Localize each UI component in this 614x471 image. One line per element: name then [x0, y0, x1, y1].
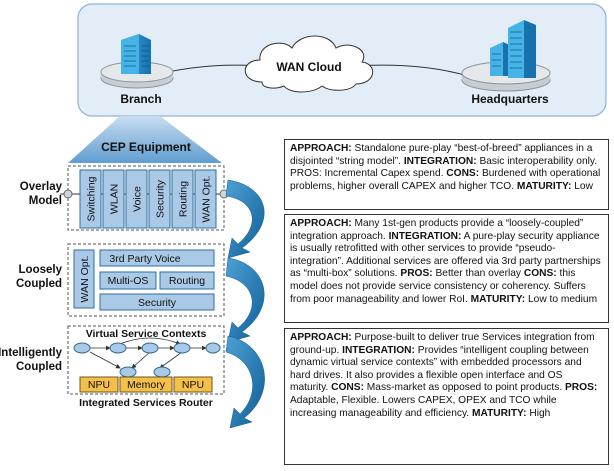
description-text: Low to medium	[525, 293, 598, 305]
description-keyword: MATURITY:	[516, 180, 572, 192]
description-keyword: CONS:	[331, 382, 364, 394]
headquarters-icon	[461, 20, 551, 92]
overlay-module-label: WAN Opt.	[201, 176, 213, 223]
overlay-modules: Switching WLAN Voice Security Routing WAN Opt…	[79, 169, 217, 229]
description-keyword: APPROACH:	[290, 332, 352, 343]
overlay-module-box	[102, 169, 125, 229]
vsc-nodes	[73, 342, 221, 378]
description-text: Mass-market as opposed to point products…	[363, 382, 565, 394]
description-keyword: CONS:	[446, 168, 480, 180]
intelligent-description: APPROACH: Purpose-built to deliver true …	[284, 328, 609, 465]
loosely-label-line2: Coupled	[16, 278, 62, 290]
npu-left-label: NPU	[88, 379, 110, 391]
overlay-module-label: Security	[155, 179, 167, 218]
loosely-module-routing	[159, 271, 215, 290]
loosely-module-multios-label: Multi-OS	[108, 275, 149, 287]
description-keyword: CONS:	[523, 268, 557, 280]
overlay-label-line1: Overlay	[20, 181, 63, 193]
loosely-module-wanopt	[73, 249, 95, 309]
description-keyword: MATURITY:	[471, 407, 527, 419]
loosely-module-routing-label: Routing	[169, 275, 205, 287]
vsc-title: Virtual Service Contexts	[86, 328, 207, 340]
description-text: Provides “intelligent coupling between d…	[290, 344, 589, 394]
description-text: Standalone pure-play “best-of-breed” app…	[290, 143, 593, 167]
description-text: Many 1st-gen products provide a “loosely…	[290, 218, 584, 242]
description-text: Better than overlay	[432, 268, 524, 280]
isr-caption: Integrated Services Router	[79, 397, 213, 409]
description-keyword: INTEGRATION:	[403, 155, 477, 167]
overlay-module-box	[125, 169, 148, 229]
overlay-description: APPROACH: Standalone pure-play “best-of-…	[284, 139, 609, 210]
memory-label: Memory	[127, 379, 166, 391]
overlay-module-box	[79, 169, 102, 229]
description-keyword: INTEGRATION:	[342, 344, 415, 356]
arrow-loose-to-intelligent	[225, 257, 265, 343]
description-text: Burdened with operational problems, high…	[290, 168, 601, 192]
cep-funnel	[68, 116, 222, 163]
description-keyword: APPROACH:	[290, 143, 352, 154]
description-text: Purpose-built to deliver true Services i…	[290, 332, 595, 356]
npu-right	[173, 376, 213, 393]
loosely-module-security-label: Security	[138, 297, 177, 309]
wan-cloud-label: WAN Cloud	[276, 60, 341, 74]
description-keyword: PROS:	[565, 382, 598, 394]
description-text: A pure-play security appliance is usuall…	[290, 230, 601, 280]
npu-left	[79, 376, 119, 393]
overlay-module-label: Switching	[86, 176, 98, 221]
arrow-overlay-to-loose	[225, 179, 265, 259]
wan-cloud-icon	[244, 35, 373, 93]
loosely-module-security	[99, 293, 215, 311]
overlay-module-label: Routing	[178, 181, 190, 217]
overlay-label-line2: Model	[29, 195, 62, 207]
loosely-description: APPROACH: Many 1st-gen products provide …	[284, 214, 609, 323]
overlay-module-label: Voice	[132, 186, 144, 212]
branch-icon	[100, 34, 174, 89]
description-keyword: APPROACH:	[290, 218, 352, 229]
vsc-links	[89, 337, 207, 369]
overlay-module-box	[171, 169, 194, 229]
intelligent-label-line1: Intelligently	[0, 347, 63, 359]
headquarters-label: Headquarters	[471, 92, 549, 106]
memory-block	[119, 376, 173, 393]
description-text: Adaptable, Flexible. Lowers CAPEX, OPEX …	[290, 394, 557, 419]
description-keyword: MATURITY:	[470, 293, 526, 305]
description-text: this model does not provide service cons…	[290, 268, 586, 305]
overlay-module-box	[148, 169, 171, 229]
loosely-module-voice-label: 3rd Party Voice	[109, 253, 180, 265]
description-text: Low	[571, 180, 593, 192]
description-keyword: PROS:	[400, 268, 433, 280]
npu-right-label: NPU	[182, 379, 204, 391]
intelligent-label-line2: Coupled	[16, 361, 62, 373]
cep-title: CEP Equipment	[101, 140, 191, 154]
overlay-module-box	[194, 169, 217, 229]
description-text: High	[526, 407, 551, 419]
branch-label: Branch	[120, 92, 161, 106]
loosely-label-line1: Loosely	[19, 264, 63, 276]
description-text: Basic interoper­ability only. PROS: Incr…	[290, 155, 598, 180]
arrow-intelligent-out	[225, 335, 265, 429]
loosely-module-multios	[99, 271, 157, 290]
overlay-in-node	[63, 189, 73, 199]
loosely-module-voice	[99, 249, 215, 267]
description-keyword: INTEGRATION:	[388, 230, 462, 242]
overlay-module-label: WLAN	[109, 184, 121, 214]
loosely-module-wanopt-label: WAN Opt.	[79, 256, 91, 303]
